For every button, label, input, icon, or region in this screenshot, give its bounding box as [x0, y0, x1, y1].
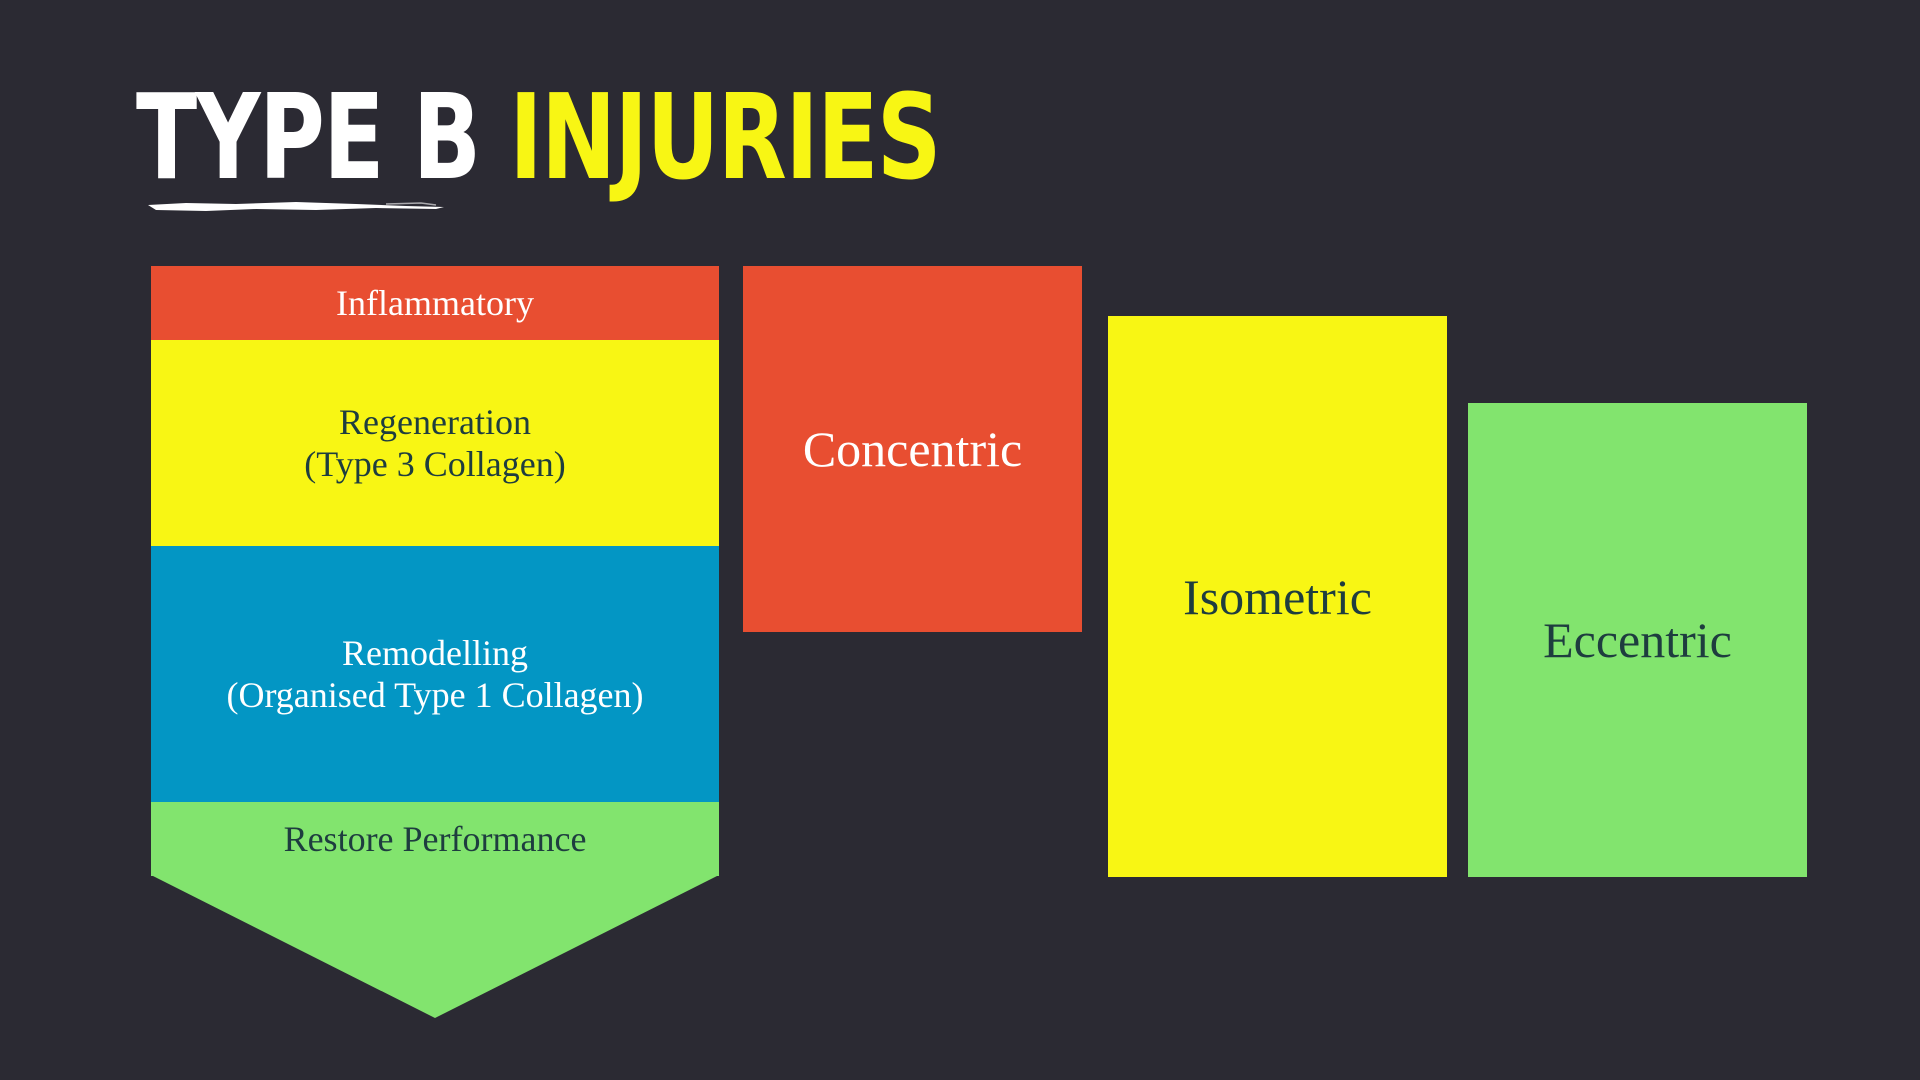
exercise-isometric-label: Isometric [1183, 568, 1372, 625]
stage-inflammatory: Inflammatory [151, 266, 719, 340]
stage-inflammatory-label: Inflammatory [336, 283, 534, 323]
stage-restore-label: Restore Performance [283, 819, 587, 859]
page-title: TYPE B INJURIES [136, 78, 942, 196]
exercise-concentric-label: Concentric [802, 421, 1023, 477]
exercise-eccentric-label: Eccentric [1543, 612, 1732, 668]
stage-remodelling: Remodelling (Organised Type 1 Collagen) [151, 546, 719, 802]
stage-regeneration: Regeneration (Type 3 Collagen) [151, 340, 719, 546]
title-part-type-b: TYPE B [136, 68, 481, 206]
exercise-eccentric: Eccentric [1468, 403, 1807, 877]
stage-arrow-tip [151, 875, 719, 1018]
title-part-injuries: INJURIES [509, 68, 941, 206]
stage-remodelling-label: Remodelling [342, 633, 528, 673]
exercise-isometric: Isometric [1108, 316, 1447, 877]
title-brush-underline [148, 202, 444, 211]
stage-restore-performance: Restore Performance [151, 802, 719, 876]
stage-regeneration-sublabel: (Type 3 Collagen) [304, 444, 566, 484]
stage-remodelling-sublabel: (Organised Type 1 Collagen) [226, 675, 644, 715]
stage-regeneration-label: Regeneration [339, 402, 531, 442]
exercise-concentric: Concentric [743, 266, 1082, 632]
